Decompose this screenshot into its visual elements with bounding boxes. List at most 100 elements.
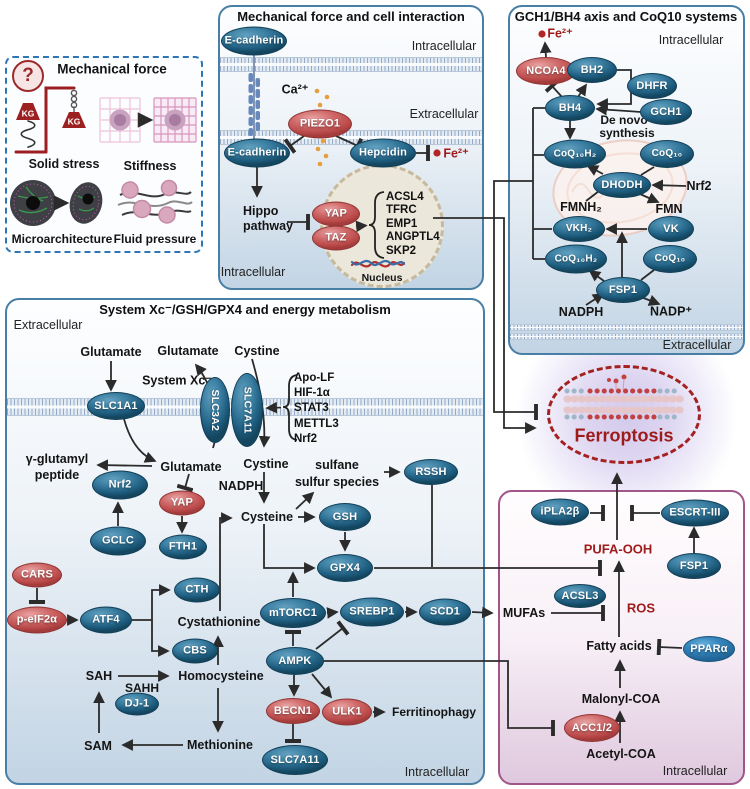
- node-gclc: GCLC: [90, 526, 146, 556]
- node-label: SREBP1: [349, 605, 395, 618]
- mufas-label: MUFAs: [502, 606, 546, 620]
- node-label: DJ-1: [124, 697, 150, 710]
- glutamate-top-label: Glutamate: [80, 345, 142, 359]
- node-label: SLC7A11: [270, 753, 320, 766]
- fluid-pressure-label: Fluid pressure: [113, 232, 197, 246]
- node-acsl3: ACSL3: [554, 584, 606, 608]
- cystine-top-label: Cystine: [234, 344, 280, 358]
- node-ecadherin-top: E-cadherin: [221, 26, 287, 56]
- node-label: DHFR: [636, 79, 668, 92]
- node-label: ACC1/2: [571, 721, 613, 734]
- node-label: CBS: [183, 644, 207, 657]
- node-label: SCD1: [429, 605, 461, 618]
- node-acc12: ACC1/2: [564, 714, 620, 742]
- node-vk: VK: [648, 216, 694, 242]
- node-label: mTORC1: [268, 606, 318, 619]
- node-label: CARS: [21, 568, 53, 581]
- node-label: RSSH: [415, 465, 447, 478]
- node-mtorc1: mTORC1: [260, 598, 326, 628]
- cystine-in-label: Cystine: [243, 457, 289, 471]
- node-label: SLC7A11: [241, 386, 254, 434]
- node-dhfr: DHFR: [627, 73, 677, 99]
- node-label: ATF4: [92, 613, 120, 626]
- gene-acsl4: ACSL4: [386, 191, 424, 203]
- extracellular-label: Extracellular: [662, 338, 732, 352]
- calcium-label: Ca²⁺: [281, 82, 309, 97]
- ferroptosis-oval: [547, 365, 701, 464]
- node-fsp1-lipid: FSP1: [667, 553, 721, 579]
- regulator-apo-lf: Apo-LF: [294, 372, 335, 384]
- ferroptosis-label: Ferroptosis: [574, 425, 674, 446]
- node-gpx4: GPX4: [317, 554, 373, 582]
- membrane-gch1-b: [510, 333, 743, 340]
- extracellular-label: Extracellular: [409, 107, 479, 121]
- nucleus-gene-list: ACSL4 TFRC EMP1 ANGPTL4 SKP2: [386, 191, 440, 258]
- node-label: BH2: [580, 63, 604, 76]
- node-slc7a11-bottom: SLC7A11: [262, 745, 328, 775]
- gene-skp2: SKP2: [386, 244, 417, 257]
- node-becn1: BECN1: [266, 698, 320, 724]
- node-srebp1: SREBP1: [340, 597, 404, 627]
- cysteine-label: Cysteine: [240, 510, 294, 524]
- node-dj1: DJ-1: [115, 692, 159, 716]
- regulator-hif1a: HIF-1α: [294, 387, 330, 400]
- node-label: FSP1: [608, 283, 638, 296]
- node-cbs: CBS: [172, 638, 218, 664]
- node-label: CoQ₁₀H₂: [553, 148, 597, 159]
- sulfane-label-2: sulfur species: [294, 475, 380, 489]
- stiffness-label: Stiffness: [123, 159, 177, 173]
- hippo-pathway-label: Hippo pathway: [243, 204, 293, 234]
- node-taz: TAZ: [312, 225, 360, 251]
- node-piezo1: PIEZO1: [288, 109, 352, 139]
- fe2-label: Fe²⁺: [547, 26, 573, 41]
- node-cth: CTH: [174, 577, 220, 603]
- node-label: ULK1: [332, 705, 362, 718]
- node-yap-sys: YAP: [159, 490, 205, 516]
- node-bh2: BH2: [567, 57, 617, 83]
- intracellular-label: Intracellular: [404, 765, 470, 779]
- node-dhodh: DHODH: [593, 172, 651, 198]
- node-slc1a1: SLC1A1: [87, 392, 145, 420]
- node-scd1: SCD1: [419, 598, 471, 626]
- cystathionine-label: Cystathionine: [177, 615, 261, 629]
- gamma-glutamyl-label-2: peptide: [34, 468, 80, 482]
- membrane-top-cell: [220, 57, 482, 72]
- node-label: iPLA2β: [540, 505, 580, 518]
- node-label: p-eIF2α: [16, 613, 58, 626]
- acetyl-coa-label: Acetyl-COA: [586, 747, 656, 761]
- hippo-line2: pathway: [243, 219, 294, 233]
- node-label: CoQ₁₀: [654, 253, 686, 264]
- node-label: CoQ₁₀: [651, 148, 683, 159]
- node-p-eif2a: p-eIF2α: [7, 606, 67, 634]
- node-coq10h2-b: CoQ₁₀H₂: [545, 244, 607, 274]
- node-label: SLC1A1: [94, 399, 138, 412]
- methionine-label: Methionine: [187, 738, 253, 752]
- node-atf4: ATF4: [80, 606, 132, 634]
- mech-force-title: Mechanical force: [57, 61, 167, 77]
- regulator-mettl3: METTL3: [294, 417, 339, 430]
- system-xc-panel-title: System Xc⁻/GSH/GPX4 and energy metabolis…: [99, 302, 391, 317]
- node-coq10-b: CoQ₁₀: [643, 245, 697, 273]
- membrane-gch1-a: [510, 324, 743, 331]
- intracellular-label: Intracellular: [411, 39, 477, 53]
- node-ecadherin-bottom: E-cadherin: [224, 138, 290, 168]
- intracellular-label: Intracellular: [662, 764, 728, 778]
- node-nrf2: Nrf2: [92, 470, 148, 500]
- node-coq10-a: CoQ₁₀: [640, 140, 694, 168]
- nadp-label: NADP⁺: [649, 304, 693, 319]
- node-rssh: RSSH: [404, 459, 458, 485]
- microarchitecture-label: Microarchitecture: [11, 232, 113, 246]
- gamma-glutamyl-label-1: γ-glutamyl: [25, 452, 89, 466]
- node-label: CoQ₁₀H₂: [554, 253, 598, 264]
- sah-label: SAH: [85, 669, 113, 683]
- node-fsp1-gch1: FSP1: [596, 277, 650, 303]
- node-gch1: GCH1: [640, 99, 692, 125]
- gene-tfrc: TFRC: [386, 204, 417, 217]
- node-label: GCLC: [102, 534, 134, 547]
- node-label: YAP: [170, 496, 194, 509]
- node-cars: CARS: [12, 562, 62, 588]
- node-label: E-cadherin: [227, 146, 287, 159]
- node-label: YAP: [324, 207, 348, 220]
- slc7a11-regulator-list: Apo-LF HIF-1α STAT3 METTL3 Nrf2: [294, 371, 339, 447]
